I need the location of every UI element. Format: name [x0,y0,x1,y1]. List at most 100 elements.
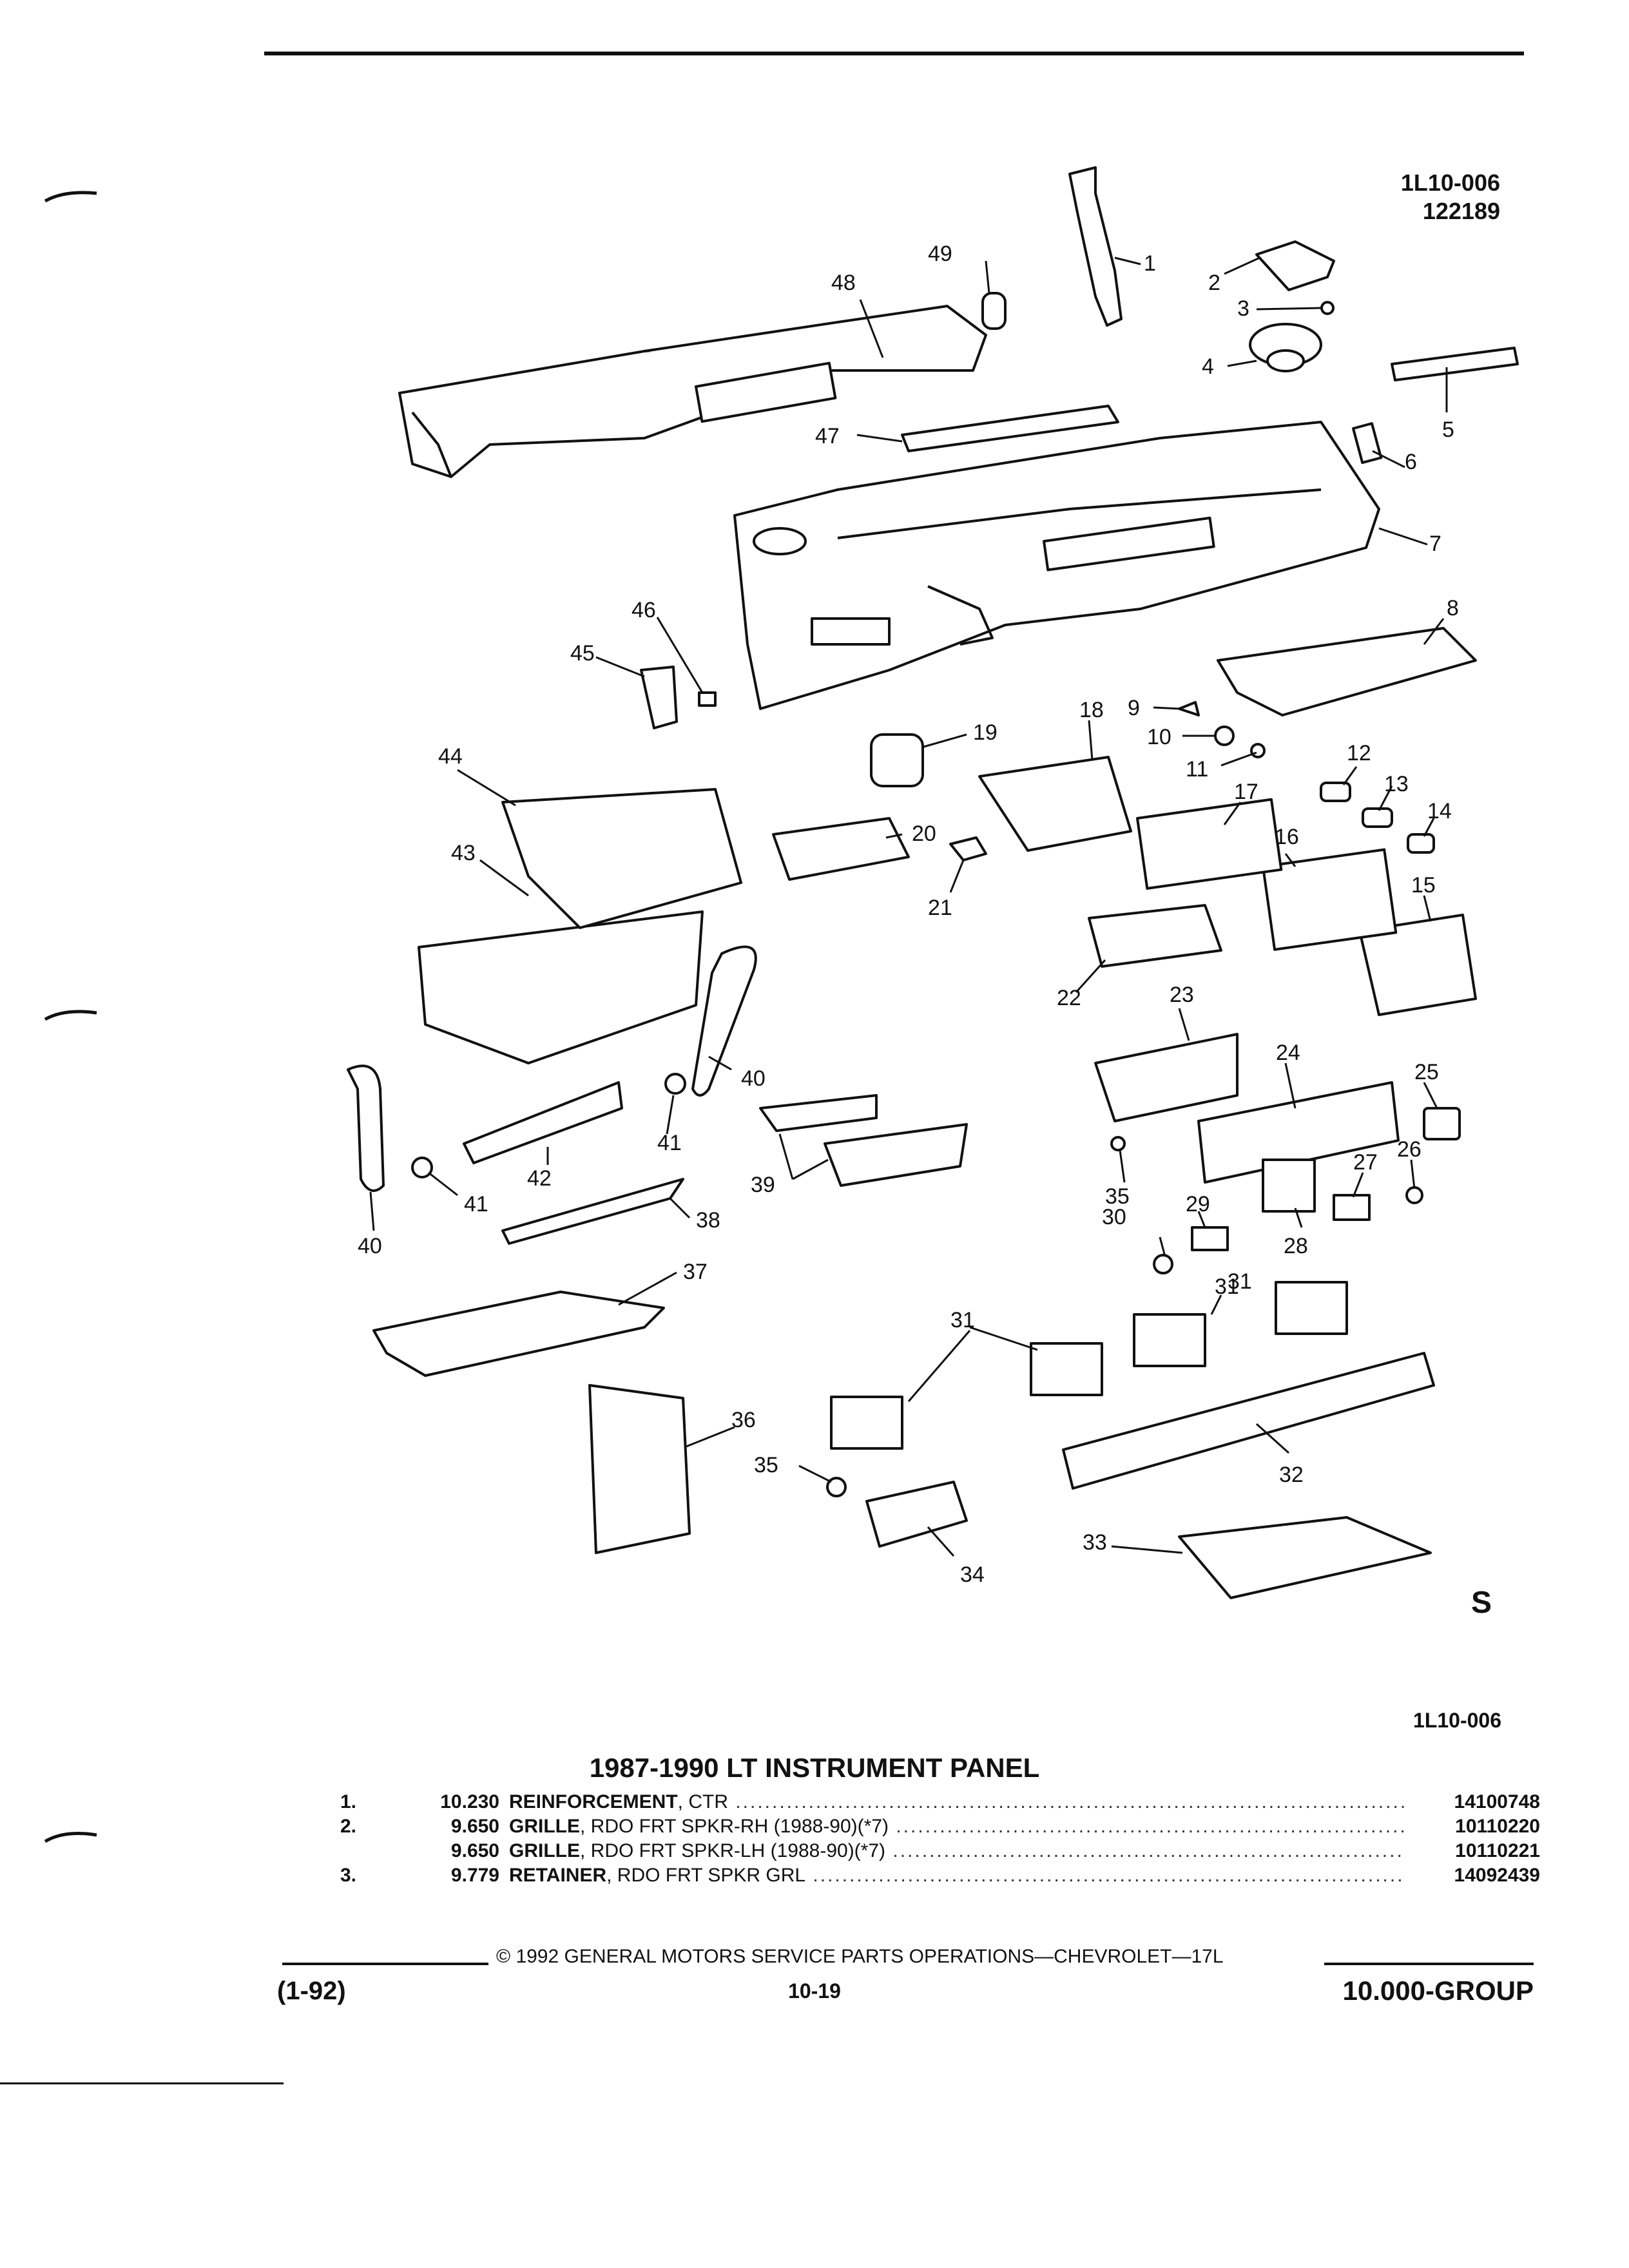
group-code: 10.000-GROUP [1342,1975,1534,2006]
callout-48: 48 [831,271,856,295]
part-41-fitting-a [411,1157,433,1178]
callout-17: 17 [1234,780,1258,804]
part-46-clip [698,691,717,707]
part-25-switch [1423,1107,1461,1140]
callout-42: 42 [527,1166,552,1191]
callout-36: 36 [731,1408,756,1432]
part-35-clip-b [1110,1136,1126,1151]
part-4-speaker [1249,323,1322,372]
callout-43: 43 [451,841,476,865]
callout-37: 37 [683,1260,708,1284]
part-9-clip [1178,701,1200,716]
page-title: 1987-1990 LT INSTRUMENT PANEL [589,1753,1040,1783]
part-size-code: 10.230 [440,1791,499,1812]
part-23-cluster [1094,1033,1239,1122]
part-36-bracket [588,1384,691,1554]
part-index: 3. [340,1865,357,1886]
figure-code-bottom: 1L10-006 [1413,1709,1501,1732]
part-19-ring [870,733,924,787]
part-index: 1. [340,1791,357,1812]
callout-28: 28 [1284,1234,1308,1258]
part-41-fitting-b [664,1073,686,1095]
callout-26: 26 [1397,1137,1422,1162]
callout-11: 11 [1186,757,1208,782]
part-1-reinforcement [1068,166,1123,327]
part-47-grille [901,405,1119,452]
callout-15: 15 [1411,873,1436,898]
part-description: GRILLE, RDO FRT SPKR-LH (1988-90)(*7) ..… [509,1839,1405,1863]
callout-34: 34 [960,1562,985,1587]
part-40-hose-b [691,945,757,1097]
part-name: RETAINER [509,1865,607,1886]
callout-16: 16 [1275,825,1299,849]
part-6-vent [1351,422,1383,465]
callout-44: 44 [438,744,463,769]
part-detail: , RDO FRT SPKR GRL [606,1865,806,1886]
part-24-housing [1197,1081,1400,1184]
part-27-plug [1333,1194,1371,1221]
part-40-hose-a [347,1064,385,1192]
callout-10: 10 [1147,725,1171,749]
footer-rule-left [282,1963,488,1965]
bottom-rule [0,2082,284,2084]
part-15-bezel [1358,914,1477,1016]
part-34-grille [865,1481,968,1548]
callout-18: 18 [1079,698,1104,722]
part-number: 10110220 [1455,1816,1540,1837]
part-44-distributor [501,788,742,929]
part-size-code: 9.779 [450,1865,499,1886]
callout-14: 14 [1427,799,1452,823]
part-31-vent-b [1030,1342,1103,1396]
callout-19: 19 [973,720,998,745]
part-name: REINFORCEMENT [509,1791,678,1812]
part-detail: , RDO FRT SPKR-LH (1988-90)(*7) [580,1840,886,1861]
part-16-control [1262,848,1398,951]
dot-leader: ........................................… [735,1791,1405,1812]
callout-25: 25 [1414,1060,1439,1084]
callout-40-2: 40 [358,1234,382,1258]
part-11-bulb [1250,743,1266,758]
dot-leader: ........................................… [896,1816,1405,1837]
callout-31: 31 [950,1308,975,1332]
callout-8: 8 [1447,596,1459,620]
part-14-bulb [1407,833,1435,854]
part-18-bracket [978,756,1132,852]
dot-leader: ........................................… [813,1865,1405,1886]
part-description: RETAINER, RDO FRT SPKR GRL .............… [509,1863,1405,1888]
callout-41-2: 41 [464,1192,488,1216]
part-48-duct [398,305,987,478]
part-37-shelf [372,1291,665,1377]
part-name: GRILLE [509,1840,580,1861]
top-rule [264,52,1524,55]
part-17-radio [1136,798,1283,890]
part-number: 14092439 [1454,1865,1540,1886]
parts-row: 1. 10.230 REINFORCEMENT, CTR .............… [335,1790,1540,1814]
part-22-box [1088,904,1222,968]
part-number: 14100748 [1454,1791,1540,1812]
callout-4: 4 [1202,354,1214,379]
part-39-compartment [759,1094,878,1132]
part-28-switch [1262,1158,1316,1213]
part-31-vent-a [830,1396,903,1450]
dot-leader: ........................................… [892,1840,1405,1861]
callout-1: 1 [1144,251,1156,276]
page-number: 10-19 [788,1979,841,2003]
leader-lines [369,256,1448,1557]
callout-47: 47 [815,424,840,448]
part-8-tray [1217,627,1477,716]
callout-22: 22 [1057,986,1081,1010]
part-number: 10110221 [1455,1840,1540,1861]
part-detail: , CTR [677,1791,728,1812]
callout-30: 30 [1102,1205,1126,1229]
part-7-instrument-panel [733,421,1380,710]
part-39-door [824,1123,968,1187]
part-29-clip [1191,1226,1229,1251]
illustration-code: 1L10-006 [1400,169,1500,196]
part-description: REINFORCEMENT, CTR .....................… [509,1790,1405,1814]
part-detail: , RDO FRT SPKR-RH (1988-90)(*7) [580,1816,889,1837]
part-description: GRILLE, RDO FRT SPKR-RH (1988-90)(*7) ..… [509,1814,1405,1839]
callout-6: 6 [1405,450,1417,474]
